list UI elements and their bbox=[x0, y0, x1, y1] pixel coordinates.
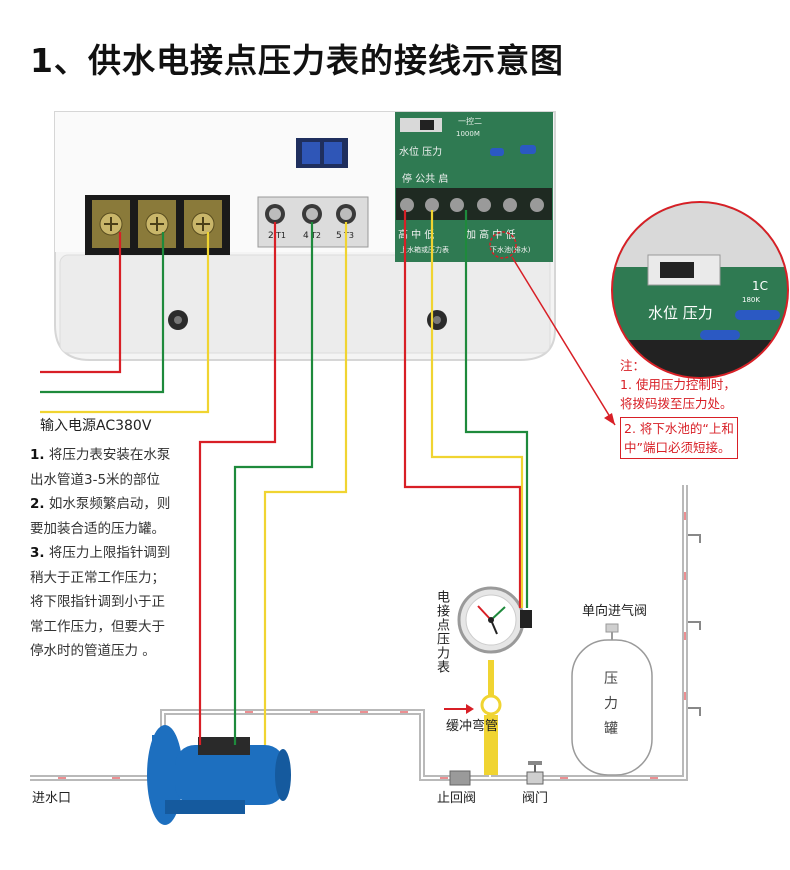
tank-char-2: 力 bbox=[604, 696, 618, 712]
buffer-tube bbox=[480, 660, 502, 775]
check-valve bbox=[449, 770, 471, 786]
buffer-label: 缓冲弯管 bbox=[446, 718, 498, 734]
note-line: 1. 将压力表安装在水泵 bbox=[30, 447, 171, 463]
board-sub-a: 上水箱或压力表 bbox=[400, 245, 449, 254]
pump-term-3: 5 bbox=[336, 231, 342, 241]
water-pump bbox=[147, 725, 291, 825]
board-row1: 水位 压力 bbox=[399, 145, 442, 158]
note-line: 出水管道3-5米的部位 bbox=[30, 471, 161, 488]
power-terminal-l1 bbox=[92, 200, 130, 248]
check-air-valve-label: 单向进气阀 bbox=[582, 603, 647, 619]
note-line: 稍大于正常工作压力； bbox=[30, 569, 165, 586]
power-label: 输入电源AC380V bbox=[40, 418, 152, 434]
tank-char-1: 压 bbox=[604, 671, 618, 687]
pump-mark-1: T1 bbox=[275, 231, 286, 240]
note-line: 停水时的管道压力 。 bbox=[30, 643, 156, 659]
zoom-circle: 水位 压力 1C 180K bbox=[611, 201, 789, 379]
note2-box: 2. 将下水池的“上和 中”端口必须短接。 bbox=[620, 417, 738, 459]
board-top: 一控二 bbox=[458, 116, 482, 126]
pump-mark-3: T3 bbox=[343, 231, 354, 240]
power-terminal-l2 bbox=[138, 200, 176, 248]
gate-valve bbox=[526, 761, 544, 785]
wires bbox=[40, 210, 529, 745]
pump-terminal-t1 bbox=[265, 204, 285, 224]
page-title: 1、供水电接点压力表的接线示意图 bbox=[30, 41, 564, 80]
board-terms-a: 高 中 低 bbox=[398, 228, 434, 241]
board-terminals bbox=[400, 198, 544, 212]
zoom-num: 1C bbox=[752, 279, 768, 293]
note2-line-b: 中”端口必须短接。 bbox=[624, 440, 731, 455]
valve-label: 阀门 bbox=[522, 791, 548, 806]
pump-terminal-t2 bbox=[302, 204, 322, 224]
board-sub-b: 下水池(排水) bbox=[490, 245, 531, 254]
board-row2: 停 公共 启 bbox=[402, 172, 448, 185]
note1-line-b: 将拨码拨至压力处。 bbox=[620, 396, 733, 411]
instruction-notes: 1. 将压力表安装在水泵 出水管道3-5米的部位 2. 如水泵频繁启动，则 要加… bbox=[30, 443, 220, 664]
inlet-label: 进水口 bbox=[32, 791, 71, 806]
zoom-small: 180K bbox=[742, 296, 760, 304]
note-line: 3. 将压力上限指针调到 bbox=[30, 545, 171, 561]
note2-line-a: 2. 将下水池的“上和 bbox=[624, 421, 734, 436]
callout-note: 注： 1. 使用压力控制时， 将拨码拨至压力处。 2. 将下水池的“上和 中”端… bbox=[620, 356, 770, 459]
note1-line-a: 1. 使用压力控制时， bbox=[620, 377, 736, 392]
note-line: 2. 如水泵频繁启动，则 bbox=[30, 496, 171, 512]
check-valve-label: 止回阀 bbox=[437, 791, 476, 806]
pump-term-2: 4 bbox=[303, 231, 309, 241]
gauge-label: 电接点压力表 bbox=[434, 590, 449, 674]
pressure-gauge bbox=[457, 586, 532, 654]
pump-terminal-t3 bbox=[336, 204, 356, 224]
pump-term-1: 2 bbox=[268, 231, 274, 241]
board-res: 1000M bbox=[456, 130, 480, 138]
note-line: 要加装合适的压力罐。 bbox=[30, 520, 165, 537]
note-line: 将下限指针调到小于正 bbox=[30, 594, 165, 610]
callout-pointer bbox=[511, 256, 616, 426]
note-head: 注： bbox=[620, 358, 646, 373]
note-line: 常工作压力，但要大于 bbox=[30, 618, 165, 635]
flow-arrows bbox=[58, 512, 686, 779]
zoom-label: 水位 压力 bbox=[648, 304, 713, 322]
pump-mark-2: T2 bbox=[310, 231, 321, 240]
power-terminal-l3 bbox=[184, 200, 222, 248]
controller-box: 2 T1 4 T2 5 T3 一控二 1000M 水位 压力 停 公共 启 高 … bbox=[54, 111, 556, 361]
board-terms-b: 加 高 中 低 bbox=[466, 228, 516, 241]
tank-char-3: 罐 bbox=[604, 721, 618, 737]
taps bbox=[688, 534, 701, 716]
